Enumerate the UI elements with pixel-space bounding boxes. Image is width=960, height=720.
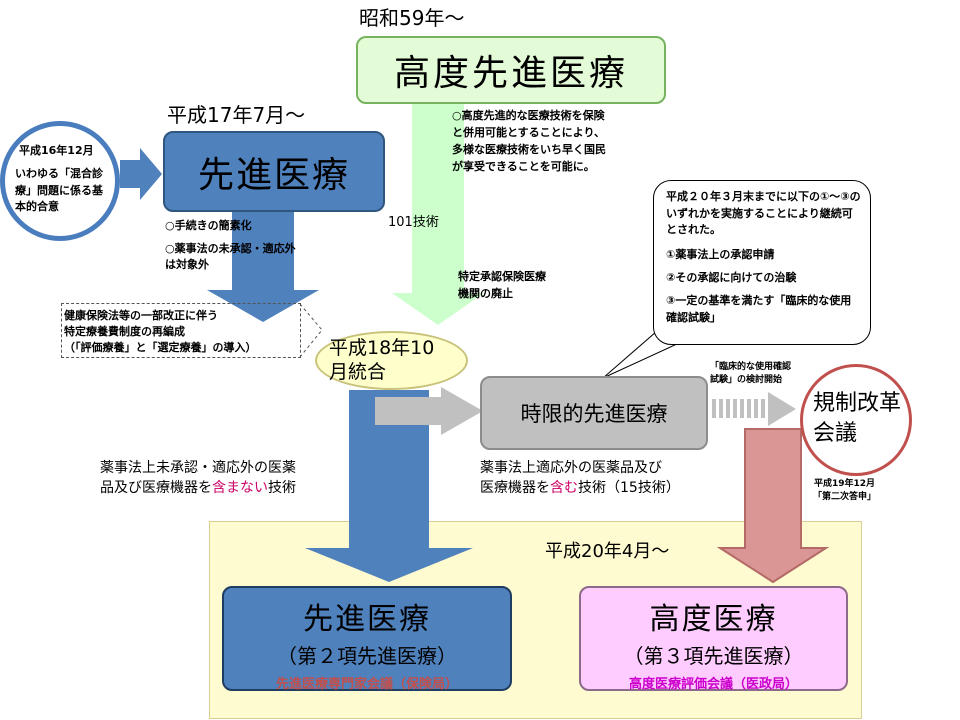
h20-date: 平成20年4月～ bbox=[545, 541, 670, 562]
h17-date: 平成17年7月～ bbox=[167, 103, 306, 127]
senshin-bottom-note: 先進医療専門家会議（保険局） bbox=[275, 677, 458, 692]
top-date: 昭和59年～ bbox=[359, 6, 465, 30]
callout-line: （「評価療養」と「選定療養」の導入） bbox=[64, 340, 257, 354]
bubble-item-1: ①薬事法上の承認申請 bbox=[666, 248, 775, 261]
right-desc-emphasis: 含む bbox=[550, 480, 578, 497]
kodo-bottom-note: 高度医療評価会議（医政局） bbox=[628, 677, 798, 692]
senshin-iryo-box-bottom: 先進医療 （第２項先進医療） 先進医療専門家会議（保険局） bbox=[222, 586, 512, 692]
label-101-tech: 101技術 bbox=[388, 215, 439, 230]
senshin-down-arrow bbox=[207, 210, 319, 322]
kodo-down-arrow bbox=[392, 102, 484, 325]
left-desc-line2: 品及び医療機器を含まない技術 bbox=[100, 478, 296, 498]
bubble-item-2: ②その承認に向けての治験 bbox=[666, 271, 797, 284]
kodo-iryo-box-bottom: 高度医療 （第３項先進医療） 高度医療評価会議（医政局） bbox=[579, 586, 848, 692]
h16-to-senshin-arrow bbox=[120, 148, 162, 200]
h16-date: 平成16年12月 bbox=[19, 144, 94, 157]
dashed-callout: 健康保険法等の一部改正に伴う 特定療養費制度の再編成 （「評価療養」と「選定療養… bbox=[61, 303, 301, 358]
kodo-desc-line: ○高度先進的な医療技術を保険 bbox=[452, 109, 605, 122]
kodo-desc-line: と併用可能とすることにより、 bbox=[452, 126, 606, 140]
right-desc-line1: 薬事法上適応外の医薬品及び bbox=[480, 460, 662, 476]
left-desc-pre: 品及び医療機器を bbox=[100, 480, 212, 497]
kodo-bottom-title: 高度医療 bbox=[649, 602, 778, 637]
kodo-description: ○高度先進的な医療技術を保険 と併用可能とすることにより、 多様な医療技術をいち… bbox=[452, 107, 606, 175]
h18-integration-ellipse: 平成18年10月統合 bbox=[315, 331, 468, 390]
right-desc-line2: 医療機器を含む技術（15技術） bbox=[480, 478, 680, 498]
senshin-notes: ○手続きの簡素化 ○薬事法の未承認・適応外 は対象外 bbox=[165, 218, 296, 274]
rinsho-line: 「臨床的な使用確認 bbox=[710, 362, 792, 372]
kodo-bottom-sub: （第３項先進医療） bbox=[623, 644, 804, 668]
senshin-note-line: ○手続きの簡素化 bbox=[165, 219, 252, 232]
tokutei-line: 機関の廃止 bbox=[458, 287, 513, 301]
jigen-senshin-box: 時限的先進医療 bbox=[480, 376, 708, 450]
rinsho-line: 試験」の検討開始 bbox=[710, 375, 783, 386]
label-tokutei-haishi: 特定承認保険医療 機関の廃止 bbox=[458, 268, 546, 302]
right-desc-pre: 医療機器を bbox=[480, 480, 550, 497]
h19-label: 平成19年12月 「第二次答申」 bbox=[813, 478, 876, 504]
red-down-arrow bbox=[716, 428, 830, 584]
continuation-bubble: 平成２０年３月末までに以下の①～③のいずれかを実施することにより継続可とされた。… bbox=[653, 180, 871, 345]
kisei-kaikaku-text: 規制改革会議 bbox=[813, 391, 902, 446]
bubble-item-3: ③一定の基準を満たす「臨床的な使用確認試験」 bbox=[666, 294, 852, 324]
senshin-bottom-sub: （第２項先進医療） bbox=[277, 644, 457, 668]
senshin-note-line: は対象外 bbox=[165, 258, 209, 271]
senshin-bottom-title: 先進医療 bbox=[303, 602, 431, 637]
tokutei-line: 特定承認保険医療 bbox=[458, 270, 546, 283]
left-desc-emphasis: 含まない bbox=[212, 480, 268, 497]
h16-circle: 平成16年12月 いわゆる「混合診療」問題に係る基本的合意 bbox=[0, 121, 120, 241]
right-bottom-description: 薬事法上適応外の医薬品及び 医療機器を含む技術（15技術） bbox=[480, 458, 680, 499]
rinsho-label: 「臨床的な使用確認 試験」の検討開始 bbox=[710, 361, 791, 387]
right-desc-post: 技術（15技術） bbox=[578, 480, 680, 497]
h18-integration-text: 平成18年10月統合 bbox=[329, 337, 435, 383]
gray-to-jigen-arrow bbox=[375, 387, 483, 435]
kodo-senshin-box: 高度先進医療 bbox=[356, 36, 666, 104]
h19-line: 「第二次答申」 bbox=[813, 492, 877, 503]
dashed-callout-pointer bbox=[299, 303, 323, 358]
h19-line: 平成19年12月 bbox=[813, 479, 876, 489]
left-bottom-description: 薬事法上未承認・適応外の医薬 品及び医療機器を含まない技術 bbox=[100, 458, 296, 499]
dotted-gray-arrow bbox=[712, 392, 796, 426]
main-blue-down-arrow bbox=[305, 390, 473, 582]
kisei-kaikaku-circle: 規制改革会議 bbox=[800, 364, 912, 476]
left-desc-post: 技術 bbox=[268, 480, 296, 497]
senshin-note-line: ○薬事法の未承認・適応外 bbox=[165, 241, 296, 255]
kodo-desc-line: 多様な医療技術をいち早く国民 bbox=[452, 143, 606, 157]
kodo-desc-line: が享受できることを可能に。 bbox=[452, 160, 595, 174]
senshin-iryo-box-top: 先進医療 bbox=[163, 131, 385, 212]
h16-agreement: いわゆる「混合診療」問題に係る基本的合意 bbox=[15, 167, 103, 213]
callout-line: 特定療養費制度の再編成 bbox=[64, 324, 185, 338]
bubble-intro: 平成２０年３月末までに以下の①～③のいずれかを実施することにより継続可とされた。 bbox=[666, 190, 861, 236]
left-desc-line1: 薬事法上未承認・適応外の医薬 bbox=[100, 460, 296, 476]
callout-line: 健康保険法等の一部改正に伴う bbox=[64, 309, 218, 322]
